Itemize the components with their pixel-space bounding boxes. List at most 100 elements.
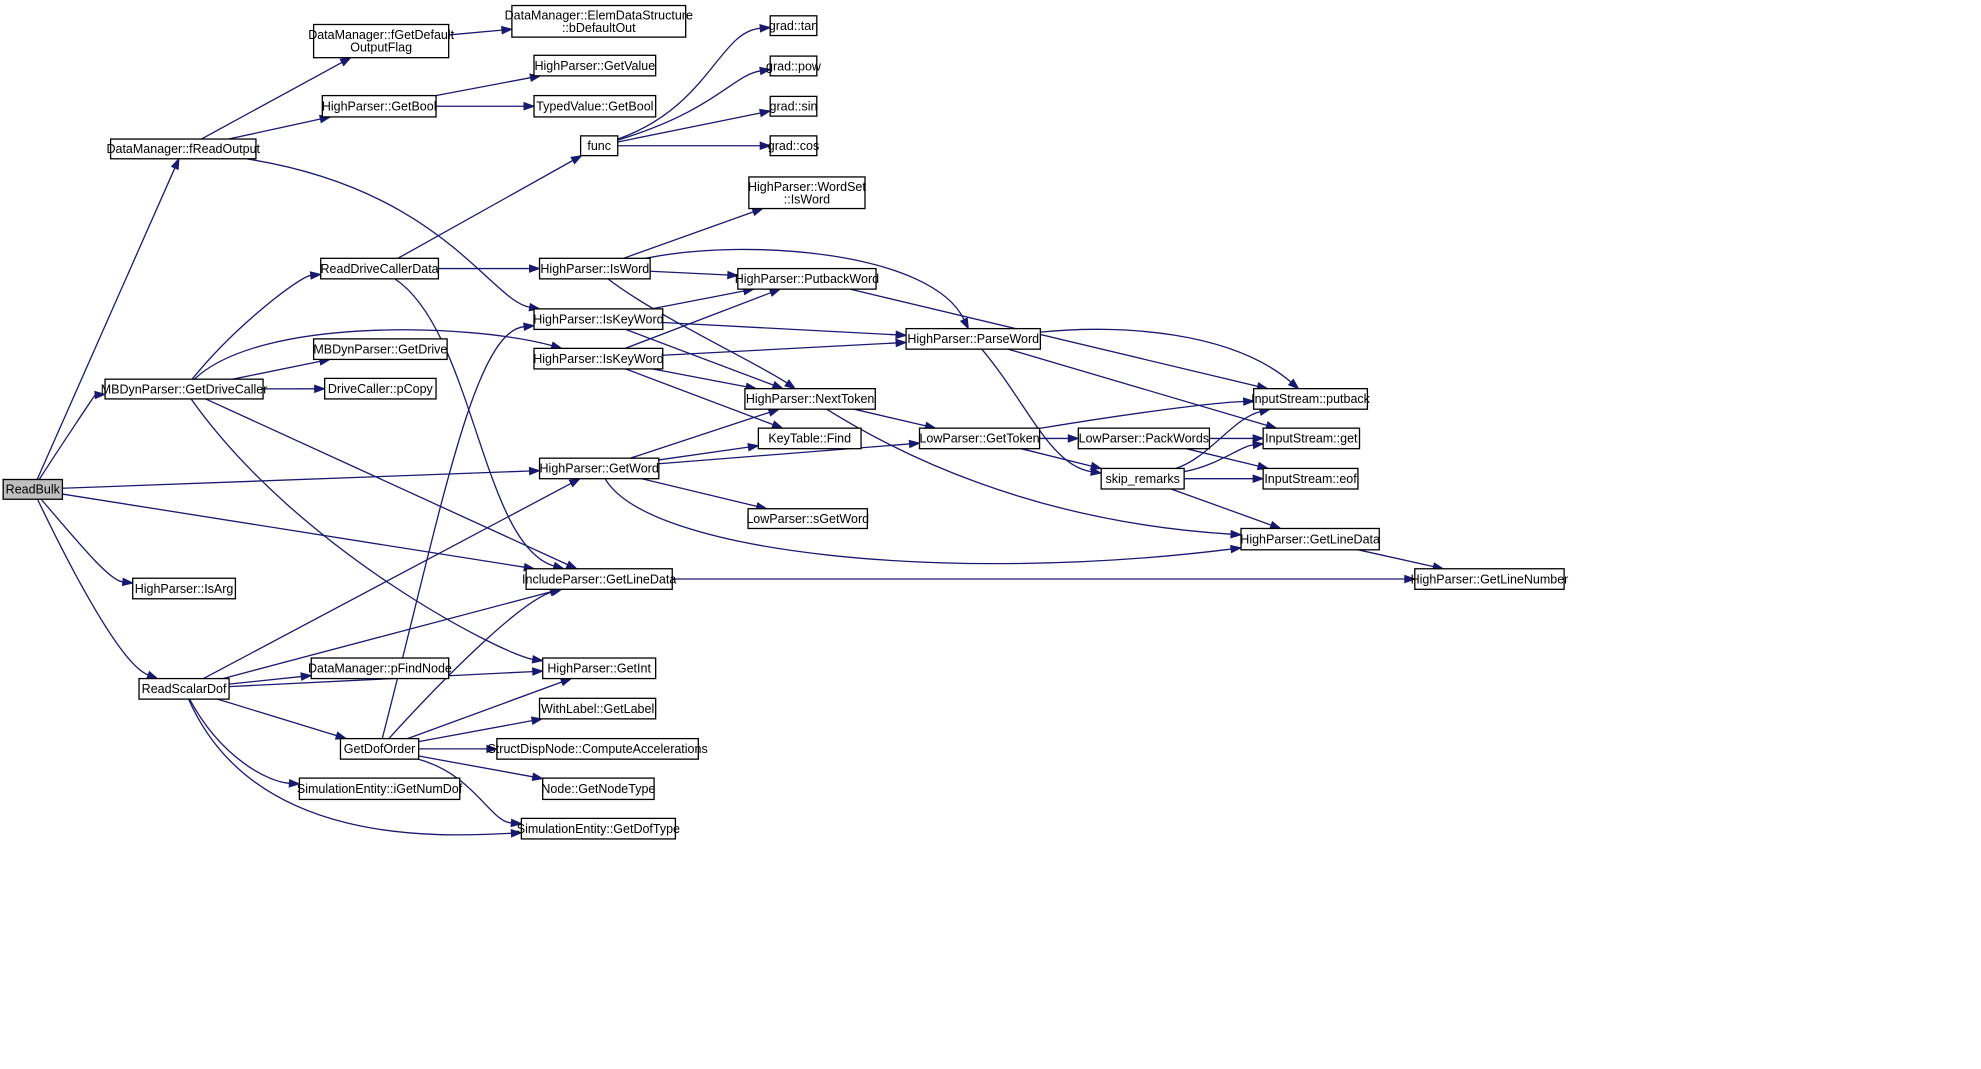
node-hp-getlinedata[interactable]: HighParser::GetLineData [1240,527,1380,551]
call-edge-hp-nexttoken-to-lp-gettoken [854,408,937,430]
node-func[interactable]: func [579,135,619,157]
node-inputstream-putback[interactable]: InputStream::putback [1251,388,1371,410]
node-hp-getword[interactable]: HighParser::GetWord [538,457,660,480]
arrowhead [1252,434,1265,443]
node-hp-getbool[interactable]: HighParser::GetBool [321,94,437,118]
call-edge-readdrivecallerdata-to-includeparser-getlinedata [394,278,566,570]
node-label: HighParser::ParseWord [907,332,1039,346]
node-grad-cos[interactable]: grad::cos [768,135,819,157]
node-lp-packwords[interactable]: LowParser::PackWords [1077,427,1211,450]
node-hp-iskeyword-2[interactable]: HighParser::IsKeyWord [533,347,664,370]
call-edge-hp-iskeyword-1-to-hp-parseword [662,321,908,340]
node-includeparser-getlinedata[interactable]: IncludeParser::GetLineData [522,568,676,590]
node-simulationentity-getdoftype[interactable]: SimulationEntity::GetDofType [517,817,680,840]
node-label: HighParser::GetLineNumber [1411,572,1569,586]
node-structdispnode-computeaccelerations[interactable]: StructDispNode::ComputeAccelerations [487,737,708,760]
node-hp-iskeyword-1[interactable]: HighParser::IsKeyWord [533,308,664,331]
call-edge-func-to-grad-tan [617,24,772,140]
node-simulationentity-igetnumdof[interactable]: SimulationEntity::iGetNumDof [297,777,463,801]
arrowhead [529,264,542,273]
node-label: grad::sin [770,100,818,114]
node-label: OutputFlag [350,41,412,55]
call-edge-hp-getbool-to-typedvalue-getbool [436,101,536,111]
arrowhead [747,442,760,452]
node-dm-elemdatastructure-bdefaultout[interactable]: DataManager::ElemDataStructure::bDefault… [505,4,693,38]
node-inputstream-get[interactable]: InputStream::get [1262,427,1361,450]
arrowhead [759,108,772,118]
node-label: HighParser::IsKeyWord [533,312,663,326]
node-drivecaller-pcopy[interactable]: DriveCaller::pCopy [324,377,437,400]
node-withlabel-getlabel[interactable]: WithLabel::GetLabel [538,697,657,720]
arrowhead [1287,378,1300,390]
node-keytable-find[interactable]: KeyTable::Find [757,427,862,450]
arrowhead [531,654,545,664]
node-box [138,677,230,700]
node-label: HighParser::GetBool [322,100,437,114]
call-edge-readdrivecallerdata-to-hp-isword [438,264,542,273]
arrowhead [510,818,523,828]
call-edge-hp-getword-to-lp-sgetword [641,478,769,511]
call-edge-readbulk-to-hp-getword [62,466,542,489]
node-box [533,94,657,118]
node-mbdyn-getdrivecaller[interactable]: MBDynParser::GetDriveCaller [101,378,268,400]
node-box [132,577,237,600]
node-dm-freadoutput[interactable]: DataManager::fReadOutput [106,138,261,160]
arrowhead [339,56,353,67]
node-hp-nexttoken[interactable]: HighParser::NextToken [744,388,876,410]
node-box [321,94,437,118]
node-box [769,55,818,77]
node-grad-sin[interactable]: grad::sin [770,95,818,117]
node-hp-getvalue[interactable]: HighParser::GetValue [533,54,657,77]
arrowhead [309,271,323,280]
call-edge-hp-getword-to-lp-gettoken [658,439,921,465]
node-box [1253,388,1369,410]
node-box [538,257,651,280]
node-label: MBDynParser::GetDriveCaller [101,382,268,396]
node-box [769,135,818,157]
node-hp-getlinenumber[interactable]: HighParser::GetLineNumber [1411,568,1569,590]
call-edge-readbulk-to-mbdyn-getdrivecaller [38,390,107,480]
node-getdoforder[interactable]: GetDofOrder [339,737,420,760]
node-readdrivecallerdata[interactable]: ReadDriveCallerData [320,257,440,280]
node-hp-getint[interactable]: HighParser::GetInt [542,657,657,680]
call-edge-hp-getword-to-keytable-find [658,442,760,461]
node-mbdyn-getdrive[interactable]: MBDynParser::GetDrive [312,338,448,361]
node-box [579,135,619,157]
node-hp-parseword[interactable]: HighParser::ParseWord [905,327,1042,350]
node-box [496,737,699,760]
node-lp-gettoken[interactable]: LowParser::GetToken [918,427,1041,450]
node-box [1414,568,1565,590]
call-edge-hp-isword-to-hp-parseword [645,248,969,330]
arrowhead [501,25,514,35]
node-skip-remarks[interactable]: skip_remarks [1100,467,1185,490]
node-node-getnodetype[interactable]: Node::GetNodeType [541,777,655,801]
node-hp-isword[interactable]: HighParser::IsWord [538,257,651,280]
node-box [533,308,664,331]
node-dm-pfindnode[interactable]: DataManager::pFindNode [308,657,452,680]
call-edge-skip-remarks-to-inputstream-eof [1184,474,1265,484]
node-hp-isarg[interactable]: HighParser::IsArg [132,577,237,600]
node-hp-wordset-isword[interactable]: HighParser::WordSet::IsWord [748,176,866,210]
call-edge-lp-gettoken-to-inputstream-putback [1039,397,1256,430]
call-edge-mbdyn-getdrivecaller-to-readdrivecallerdata [191,271,323,380]
node-box [1262,467,1359,490]
call-edge-hp-getword-to-hp-getlinedata [604,478,1243,565]
arrowhead [1089,461,1103,471]
node-box [533,347,664,370]
node-box [744,388,876,410]
node-grad-tan[interactable]: grad::tan [769,15,818,37]
arrowhead [146,670,159,680]
node-grad-pow[interactable]: grad::pow [766,55,822,77]
node-typedvalue-getbool[interactable]: TypedValue::GetBool [533,94,657,118]
node-lp-sgetword[interactable]: LowParser::sGetWord [746,508,869,530]
arrowhead [751,208,765,217]
node-readbulk[interactable]: ReadBulk [2,478,64,500]
node-label: LowParser::GetToken [919,432,1039,446]
node-readscalardof[interactable]: ReadScalarDof [138,677,230,700]
arrowhead [523,101,536,111]
node-hp-putbackword[interactable]: HighParser::PutbackWord [735,267,879,290]
node-inputstream-eof[interactable]: InputStream::eof [1262,467,1359,490]
node-label: HighParser::GetValue [534,59,655,73]
arrowhead [570,154,583,165]
